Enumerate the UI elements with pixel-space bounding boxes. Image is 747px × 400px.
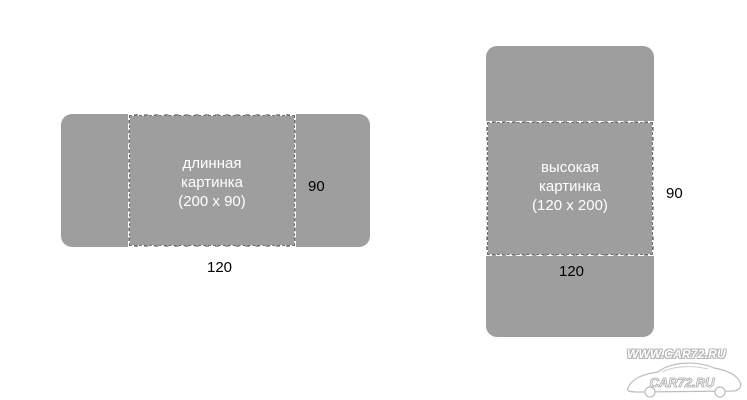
wide-caption-line-1: длинная	[182, 155, 242, 172]
tall-caption-line-3: (120 x 200)	[532, 197, 608, 214]
wide-image-caption: длинная картинка (200 x 90)	[128, 154, 296, 211]
watermark-logo-text: CAR72.RU	[649, 375, 715, 390]
tall-caption-line-2: картинка	[538, 178, 601, 195]
watermark-logo: CAR72.RU	[626, 362, 742, 398]
tall-image-crop-area	[486, 121, 654, 256]
watermark-url: WWW.CAR72.RU	[627, 347, 726, 361]
tall-crop-height-label: 90	[666, 185, 683, 202]
wide-crop-height-label: 90	[308, 178, 325, 195]
wide-image-rect	[61, 114, 370, 247]
tall-image-caption: высокая картинка (120 x 200)	[486, 158, 654, 215]
wide-crop-width-label: 120	[207, 259, 233, 276]
wide-caption-line-2: картинка	[180, 174, 243, 191]
tall-image-rect	[486, 46, 654, 337]
tall-crop-width-label: 120	[559, 263, 585, 280]
wide-caption-line-3: (200 x 90)	[178, 193, 246, 210]
car-silhouette-icon	[626, 362, 742, 398]
tall-caption-line-1: высокая	[540, 159, 600, 176]
wide-image-crop-area	[128, 114, 296, 247]
